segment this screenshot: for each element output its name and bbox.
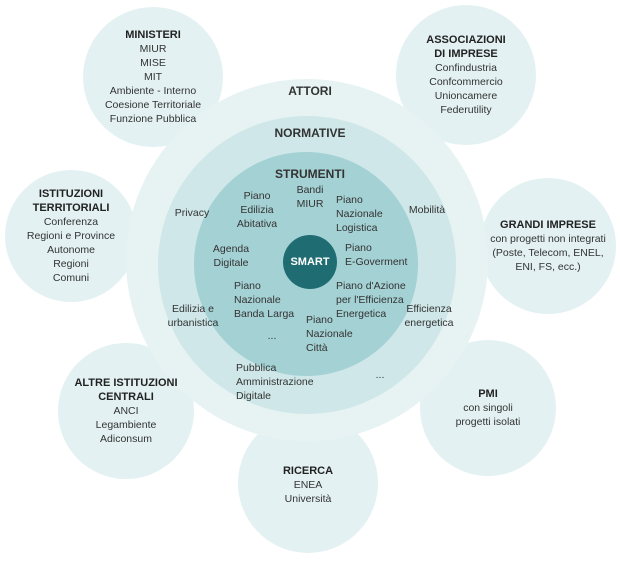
- satellite-pmi: PMI con singoli progetti isolati: [430, 360, 546, 456]
- label-line: Edilizia e: [171, 303, 215, 315]
- satellite-item-line: Federutility: [440, 104, 492, 116]
- satellite-title-line: PMI: [478, 388, 498, 400]
- label-line: ...: [267, 330, 277, 342]
- label-line: Logistica: [336, 222, 378, 234]
- satellite-item-line: Ambiente - Interno: [109, 85, 197, 97]
- label-line: Edilizia: [240, 204, 274, 216]
- satellite-title-line: ASSOCIAZIONI: [426, 34, 506, 46]
- label-line: MIUR: [296, 198, 324, 210]
- normative-item-mobilita: Mobilità: [404, 203, 450, 217]
- smart-label: SMART: [290, 256, 330, 268]
- satellite-circle-istituzioni: [5, 170, 137, 302]
- satellite-item-line: MIUR: [139, 43, 167, 55]
- label-line: Città: [306, 342, 328, 354]
- satellite-title-line: ALTRE ISTITUZIONI: [74, 377, 178, 389]
- satellite-item-line: Coesione Territoriale: [104, 99, 202, 111]
- label-line: energetica: [404, 317, 454, 329]
- label-line: Mobilità: [408, 204, 446, 216]
- label-line: Privacy: [174, 207, 210, 219]
- label-line: Banda Larga: [234, 308, 295, 320]
- satellite-title-line: DI IMPRESE: [434, 48, 498, 60]
- label-line: Energetica: [336, 308, 387, 320]
- strumenti-item-ellipsis: ...: [262, 329, 282, 343]
- label-line: Pubblica: [236, 362, 277, 374]
- satellite-ricerca: RICERCA ENEA Università: [248, 440, 368, 530]
- label-line: Digitale: [213, 257, 249, 269]
- satellite-title-line: CENTRALI: [98, 391, 154, 403]
- normative-item-privacy: Privacy: [170, 206, 214, 220]
- satellite-item-line: Regioni e Province: [26, 230, 116, 242]
- satellite-item-line: con singoli: [463, 402, 513, 414]
- label-line: urbanistica: [167, 317, 219, 329]
- label-line: Nazionale: [234, 294, 281, 306]
- satellite-title-line: TERRITORIALI: [32, 202, 110, 214]
- label-line: Piano: [243, 190, 271, 202]
- satellite-item-line: Autonome: [47, 244, 95, 256]
- label-line: Piano: [306, 314, 333, 326]
- satellite-item-line: Regioni: [53, 258, 89, 270]
- satellite-item-line: MIT: [143, 71, 163, 83]
- satellite-item-line: Conferenza: [43, 216, 99, 228]
- normative-item-efficienza: Efficienza energetica: [402, 302, 456, 330]
- label-line: Piano: [336, 194, 363, 206]
- label-line: Digitale: [236, 390, 272, 402]
- satellite-circle-grandi-imprese: [480, 178, 616, 314]
- satellite-item-line: Unioncamere: [434, 90, 498, 102]
- satellite-item-line: progetti isolati: [455, 416, 521, 428]
- label-line: Piano: [345, 242, 372, 254]
- satellite-item-line: Confcommercio: [429, 76, 503, 88]
- label-line: Nazionale: [306, 328, 353, 340]
- label-line: Efficienza: [406, 303, 452, 315]
- label-line: Bandi: [296, 184, 324, 196]
- satellite-item-line: MISE: [140, 57, 166, 69]
- satellite-item-line: Funzione Pubblica: [109, 113, 197, 125]
- satellite-altre: ALTRE ISTITUZIONI CENTRALI ANCI Legambiente…: [66, 360, 186, 462]
- normative-label: NORMATIVE: [274, 126, 346, 140]
- satellite-item-line: ANCI: [113, 405, 139, 417]
- satellite-item-line: Legambiente: [95, 419, 157, 431]
- satellite-item-line: con progetti non integrati: [490, 233, 606, 245]
- satellite-item-line: ENEA: [293, 479, 323, 491]
- satellite-title-line: ISTITUZIONI: [38, 188, 104, 200]
- satellite-item-line: Confindustria: [435, 62, 497, 74]
- label-line: Agenda: [212, 243, 250, 255]
- label-line: E-Goverment: [345, 256, 408, 268]
- strumenti-label: STRUMENTI: [275, 167, 345, 181]
- label-line: ...: [375, 369, 385, 381]
- label-line: Abitativa: [236, 218, 278, 230]
- label-line: per l'Efficienza: [336, 294, 404, 306]
- label-line: Nazionale: [336, 208, 383, 220]
- satellite-item-line: Università: [284, 493, 332, 505]
- satellite-item-line: Comuni: [52, 272, 90, 284]
- satellite-item-line: (Poste, Telecom, ENEL,: [492, 247, 604, 259]
- label-line: Piano: [234, 280, 261, 292]
- attori-label: ATTORI: [288, 84, 332, 98]
- satellite-title-line: GRANDI IMPRESE: [500, 219, 596, 231]
- label-line: Piano d'Azione: [336, 280, 406, 292]
- label-line: Amministrazione: [236, 376, 314, 388]
- smart-center: SMART: [283, 235, 337, 289]
- normative-item-ellipsis: ...: [370, 368, 390, 382]
- satellite-grandi-imprese: GRANDI IMPRESE con progetti non integrati…: [486, 196, 610, 296]
- normative-item-edilizia: Edilizia e urbanistica: [164, 302, 222, 330]
- satellite-title-line: RICERCA: [282, 465, 334, 477]
- satellite-title-line: MINISTERI: [125, 29, 181, 41]
- satellite-item-line: ENI, FS, ecc.): [515, 261, 581, 273]
- satellite-item-line: Adiconsum: [100, 433, 152, 445]
